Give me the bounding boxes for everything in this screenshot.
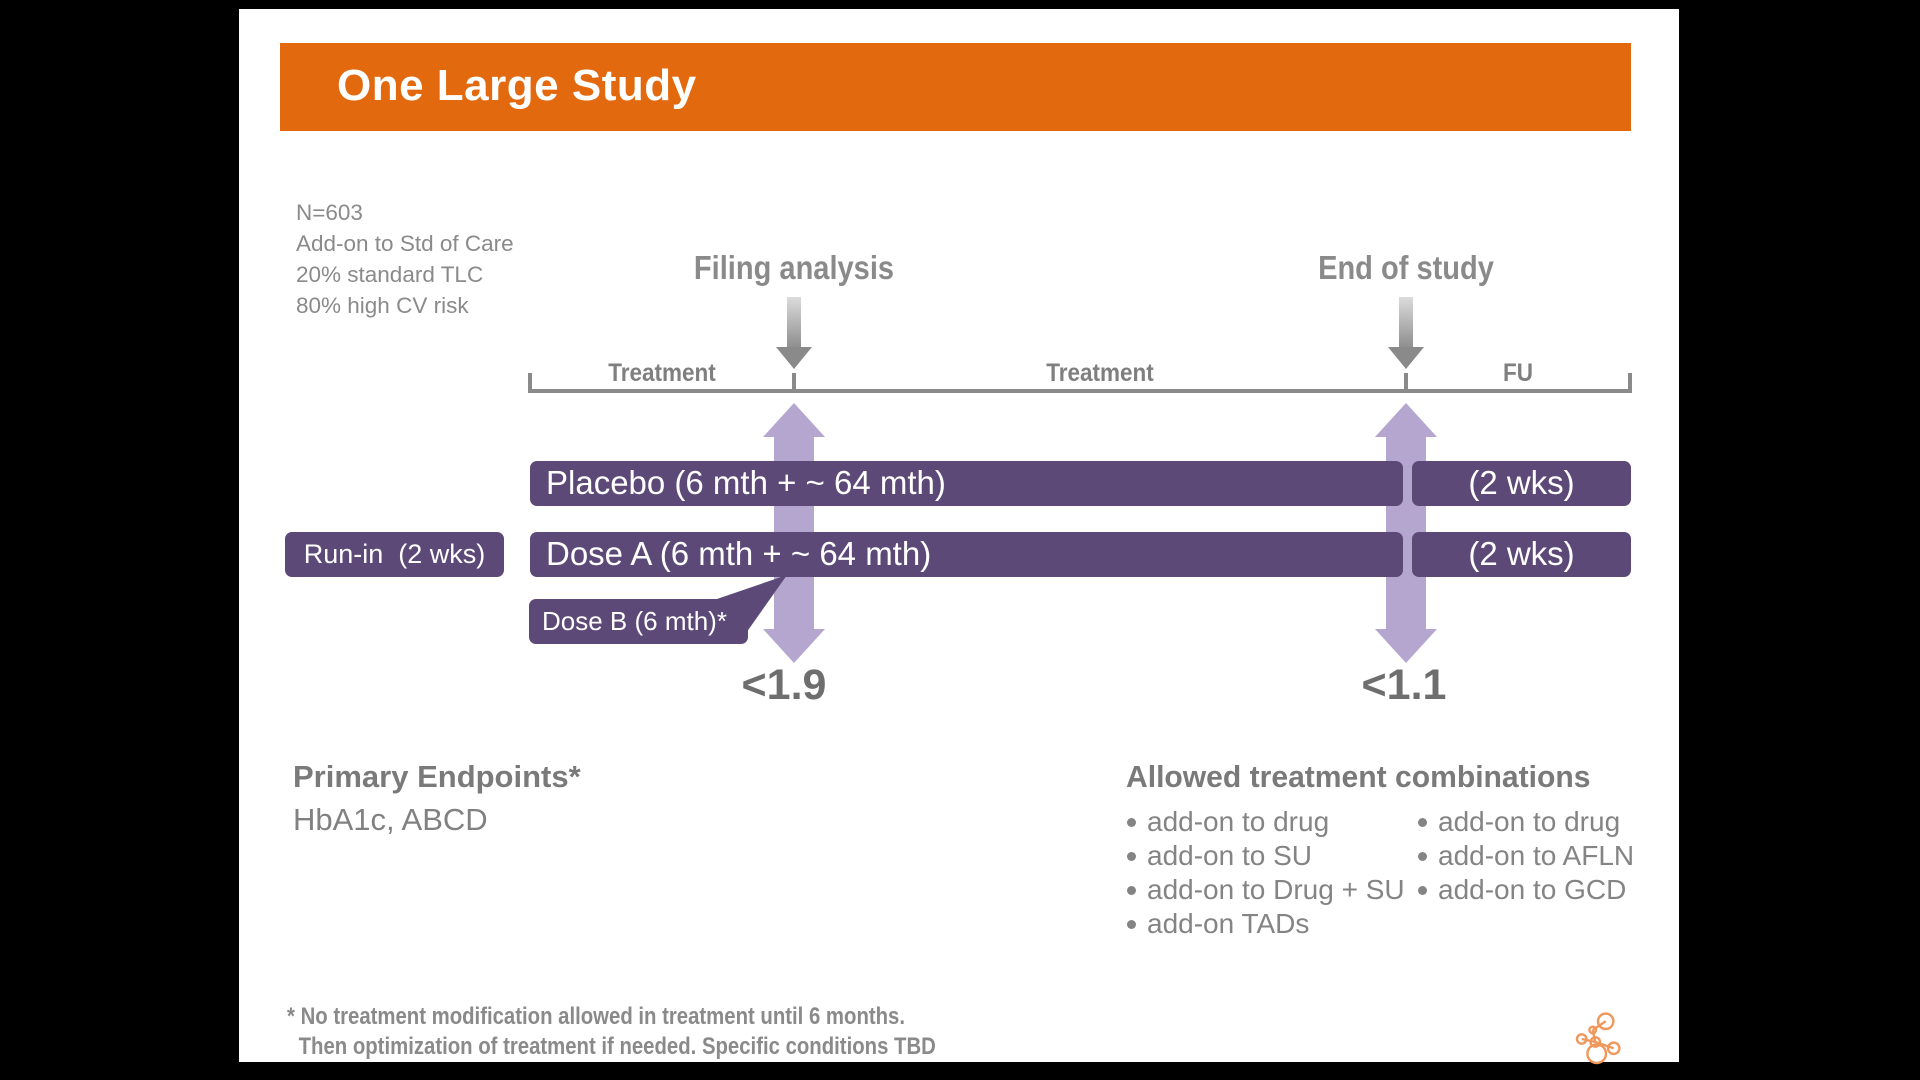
slide-canvas: One Large Study N=603 Add-on to Std of C… (239, 9, 1679, 1065)
bullet-icon (1127, 818, 1136, 827)
study-info-line: N=603 (296, 200, 363, 225)
timeline-segment-label: Treatment (1046, 359, 1154, 387)
slide-title: One Large Study (337, 61, 697, 110)
bullet-text: add-on to drug (1438, 806, 1621, 837)
bullet-text: add-on to drug (1147, 806, 1330, 837)
filing-analysis-value: <1.9 (741, 661, 827, 709)
bullet-icon (1418, 818, 1427, 827)
timeline-bracket (528, 373, 1632, 393)
bar-dose-a: Dose A (6 mth + ~ 64 mth) (530, 532, 1403, 577)
bullet-text: add-on to GCD (1438, 874, 1627, 905)
bullet-icon (1127, 920, 1136, 929)
arrow-shaft (1399, 297, 1413, 347)
bar-dose-a-followup: (2 wks) (1412, 532, 1631, 577)
bullet-text: add-on to AFLN (1438, 840, 1635, 871)
allowed-combination-item: add-on TADs (1127, 907, 1309, 941)
down-arrow-icon (776, 297, 812, 369)
primary-endpoints-heading: Primary Endpoints* (293, 759, 581, 794)
bar-dose-b-label: Dose B (6 mth)* (542, 606, 727, 636)
bullet-icon (1418, 852, 1427, 861)
footnote-line-1: * No treatment modification allowed in t… (287, 1003, 906, 1030)
end-of-study-label: End of study (1318, 249, 1494, 286)
allowed-combination-item: add-on to SU (1127, 839, 1312, 873)
study-info-line: Add-on to Std of Care (296, 231, 514, 256)
arrow-head (776, 347, 812, 369)
allowed-combination-item: add-on to drug (1418, 805, 1620, 839)
allowed-combination-item: add-on to AFLN (1418, 839, 1634, 873)
bullet-icon (1418, 886, 1427, 895)
allowed-combinations-heading: Allowed treatment combinations (1126, 759, 1591, 794)
bar-placebo: Placebo (6 mth + ~ 64 mth) (530, 461, 1403, 506)
end-of-study-value: <1.1 (1361, 661, 1447, 709)
allowed-combination-item: add-on to drug (1127, 805, 1329, 839)
bar-placebo-followup: (2 wks) (1412, 461, 1631, 506)
study-info-line: 80% high CV risk (296, 293, 469, 318)
primary-endpoints-value: HbA1c, ABCD (293, 802, 488, 837)
allowed-combination-item: add-on to GCD (1418, 873, 1626, 907)
bullet-text: add-on TADs (1147, 908, 1310, 939)
timeline-segment-label: Treatment (608, 359, 716, 387)
company-molecule-logo-icon (1575, 1012, 1621, 1065)
arrow-head (1388, 347, 1424, 369)
bar-dose-b-pennant (529, 575, 787, 644)
timeline-segment-label: FU (1502, 359, 1533, 387)
down-arrow-icon (1388, 297, 1424, 369)
bullet-icon (1127, 886, 1136, 895)
bullet-icon (1127, 852, 1136, 861)
title-bar: One Large Study (280, 43, 1631, 131)
footnote-line-2: Then optimization of treatment if needed… (298, 1033, 936, 1060)
filing-analysis-label: Filing analysis (693, 249, 895, 286)
study-info-block: N=603 Add-on to Std of Care 20% standard… (296, 197, 514, 321)
bullet-text: add-on to SU (1147, 840, 1312, 871)
bullet-text: add-on to Drug + SU (1147, 874, 1405, 905)
study-info-line: 20% standard TLC (296, 262, 484, 287)
arrow-shaft (787, 297, 801, 347)
allowed-combination-item: add-on to Drug + SU (1127, 873, 1405, 907)
bar-run-in: Run-in (2 wks) (285, 532, 504, 577)
